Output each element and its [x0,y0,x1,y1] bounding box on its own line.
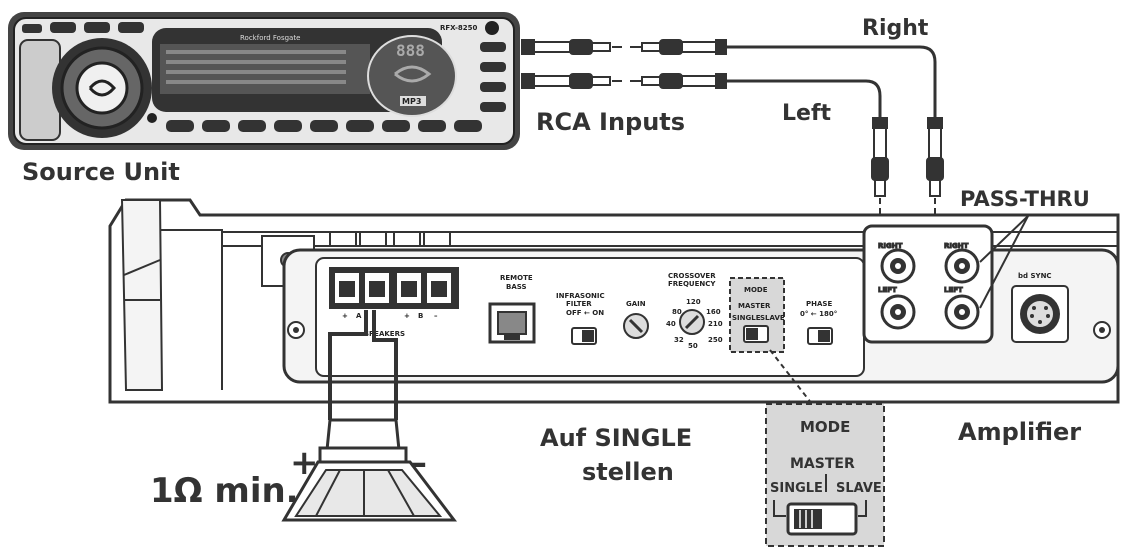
xo-tick-80: 80 [672,308,682,316]
bd-sync-label: bd SYNC [1018,272,1052,280]
xo-tick-40: 40 [666,320,676,328]
source-brand: Rockford Fosgate [240,34,300,42]
label-left: Left [782,101,832,126]
speaker-sign-5: B [418,312,423,320]
label-plus: + [290,443,319,483]
display-digits: 888 [396,41,425,60]
mode-label: MODE [744,286,768,294]
source-display: 888 MP3 Rockford Fosgate [152,28,457,117]
crossover-label-1: CROSSOVER [668,272,716,280]
speaker-sign-1: + [342,312,348,320]
phase-label: PHASE [806,300,832,308]
infrasonic-label-2: FILTER [566,300,592,308]
mp3-badge: MP3 [402,97,421,106]
label-right: Right [862,16,929,41]
xo-tick-120: 120 [686,298,701,306]
label-instruction-2: stellen [582,458,674,486]
label-source-unit: Source Unit [22,158,180,186]
infrasonic-range: OFF ← ON [566,309,604,317]
rca-plug-right-amp [630,39,727,55]
speaker-sign-6: – [434,312,438,320]
rca-plug-left-vertical [871,117,889,197]
remote-bass-label-2: BASS [506,283,527,291]
infrasonic-label-1: INFRASONIC [556,292,605,300]
speaker-terminals [329,267,459,309]
rca-right-label-1: RIGHT [878,242,903,250]
xo-tick-250: 250 [708,336,723,344]
remote-bass-label-1: REMOTE [500,274,533,282]
remote-bass-port: REMOTE BASS [488,274,536,344]
speaker-sign-4: + [404,312,410,320]
gain-knob: GAIN [623,300,649,339]
infrasonic-filter-switch: INFRASONIC FILTER OFF ← ON [556,292,605,345]
rca-plug-left-source [521,73,622,89]
single-label: SINGLE [732,314,761,322]
preset-buttons [166,120,482,132]
master-label: MASTER [738,302,771,310]
mode-switch-panel: MODE MASTER SINGLE SLAVE [729,277,785,353]
crossover-knob: CROSSOVER FREQUENCY 120 80 160 40 210 32… [666,272,723,350]
gain-label: GAIN [626,300,646,308]
label-minus: – [410,443,427,483]
speaker [281,310,458,522]
pass-thru-rca-panel: RIGHT RIGHT LEFT LEFT [862,224,994,344]
zoom-master: MASTER [790,456,855,472]
rca-left-label-1: LEFT [878,286,897,294]
xo-tick-32: 32 [674,336,684,344]
source-model: RFX-8250 [440,24,478,32]
rca-plug-left-amp [630,73,727,89]
label-rca-inputs: RCA Inputs [536,108,685,136]
source-unit: RFX-8250 888 MP3 Rockford Fosgat [8,12,520,150]
xo-tick-50: 50 [688,342,698,350]
mode-switch-zoom: MODE MASTER SINGLE SLAVE [765,349,885,547]
zoom-slave: SLAVE [836,481,882,496]
phase-range: 0° ← 180° [800,310,837,318]
xo-tick-160: 160 [706,308,721,316]
side-buttons [480,42,506,112]
phase-switch: PHASE 0° ← 180° [800,300,837,345]
label-pass-thru: PASS-THRU [960,187,1090,211]
speakers-label: SPEAKERS [364,330,405,338]
label-amplifier: Amplifier [958,418,1081,446]
rca-right-label-2: RIGHT [944,242,969,250]
zoom-single: SINGLE [770,481,823,496]
slave-label: SLAVE [760,314,785,322]
crossover-label-2: FREQUENCY [668,280,716,288]
rca-plug-right-vertical [926,117,944,197]
volume-knob [19,38,152,141]
zoom-mode-title: MODE [800,418,850,436]
rca-plug-right-source [521,39,622,55]
pass-thru-arrows [979,215,1029,309]
xo-tick-210: 210 [708,320,723,328]
label-instruction-1: Auf SINGLE [540,424,692,452]
bd-sync-port: bd SYNC [1011,272,1069,343]
label-impedance: 1Ω min. [150,471,299,511]
rca-left-label-2: LEFT [944,286,963,294]
speaker-sign-2: A [356,312,362,320]
